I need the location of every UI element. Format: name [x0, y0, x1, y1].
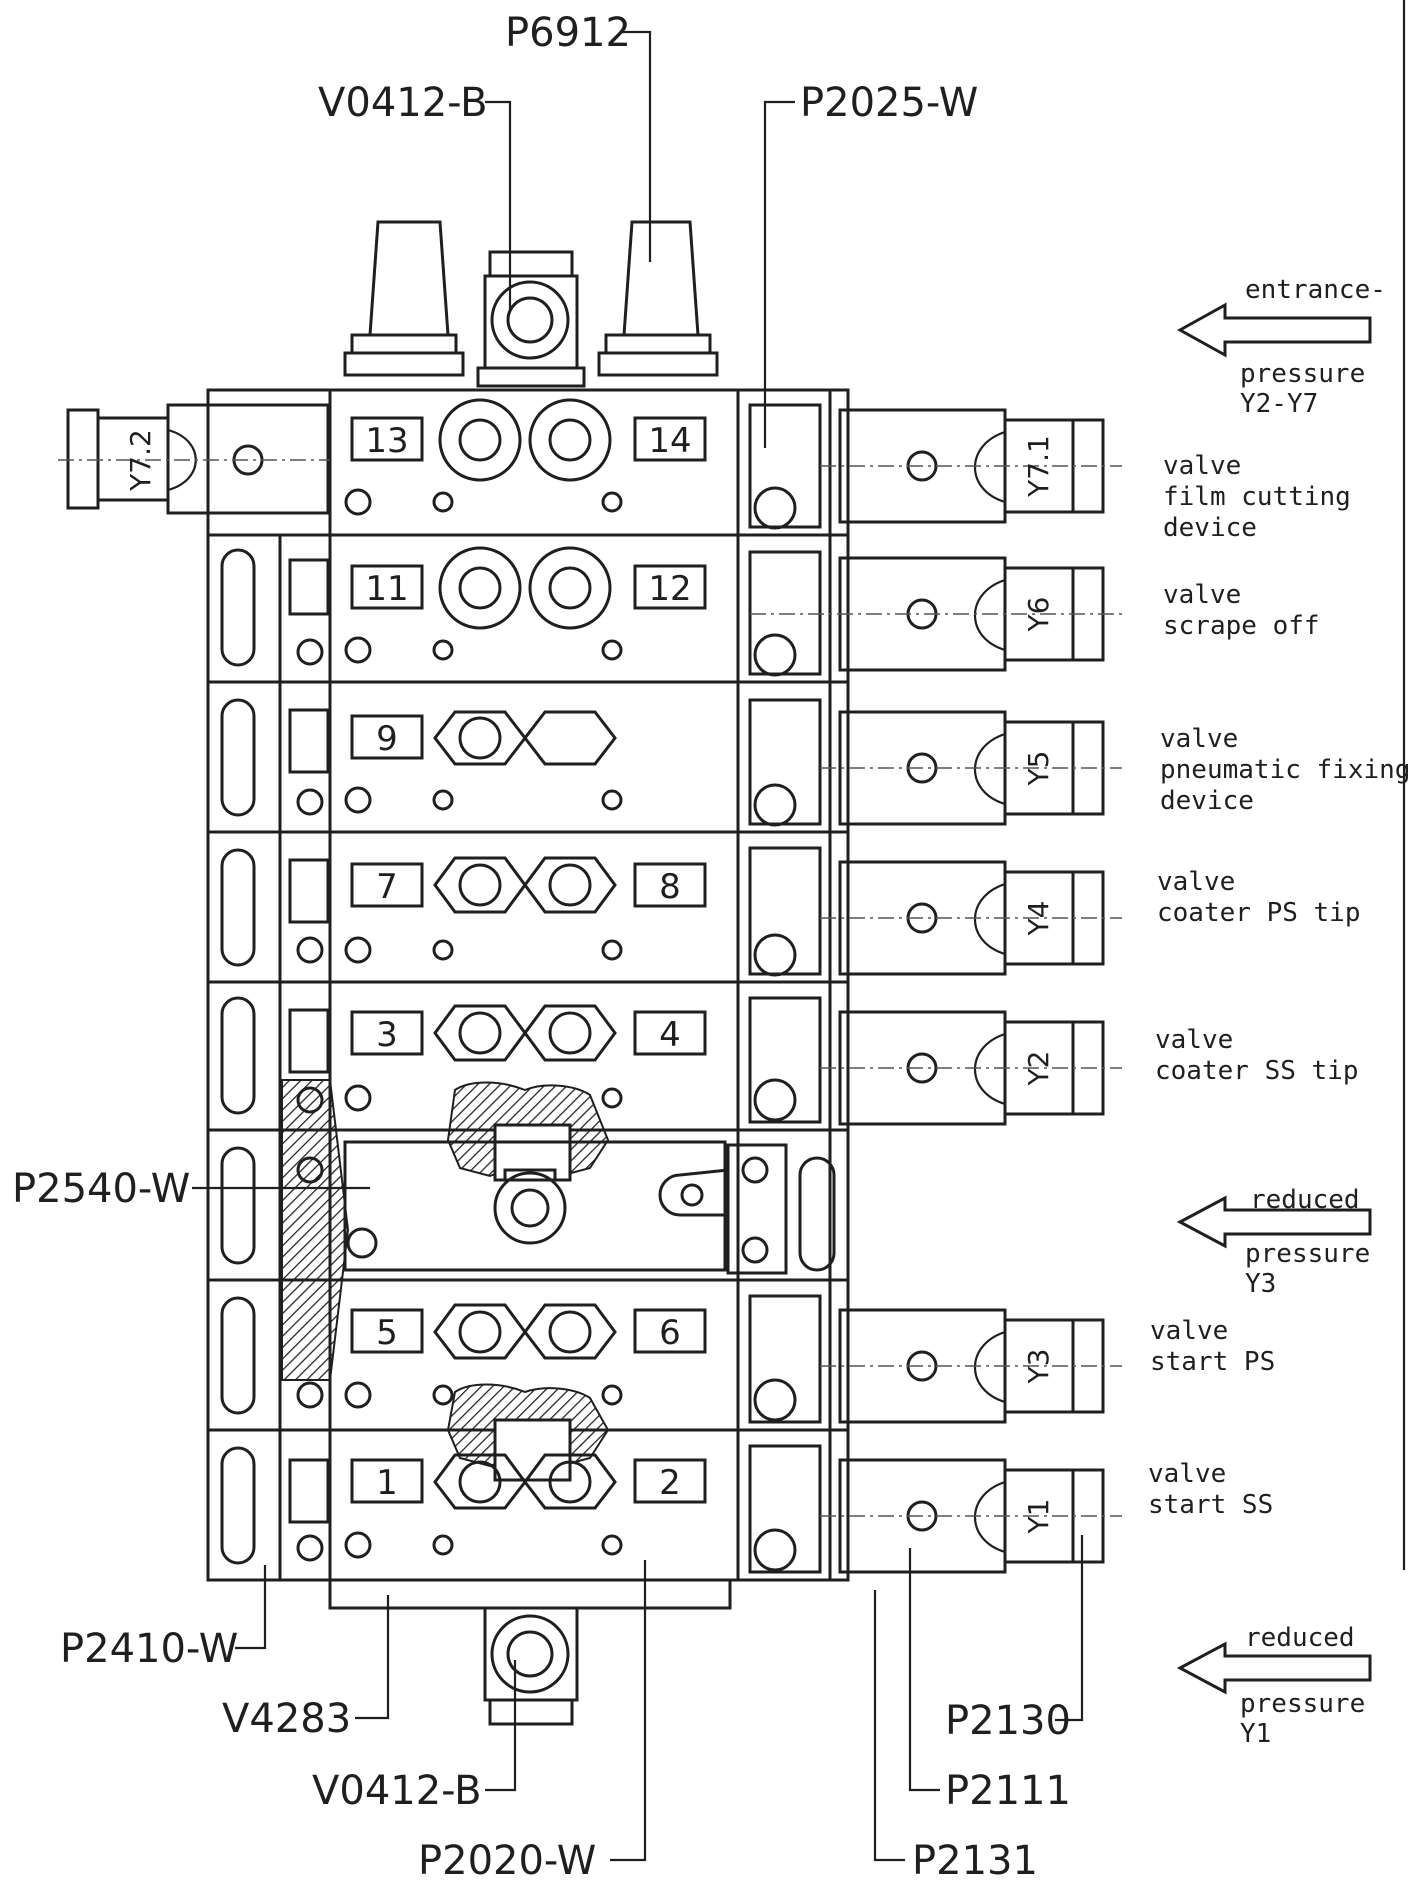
label-p2020-w: P2020-W — [418, 1838, 596, 1884]
valve-rows — [343, 398, 836, 1574]
label-p2410-w: P2410-W — [60, 1626, 238, 1672]
port-13-box — [350, 416, 424, 462]
valve-desc-line: start SS — [1148, 1490, 1273, 1520]
valve-desc-line: valve — [1163, 451, 1241, 481]
reduced-pressure-y1-arrow — [1176, 1641, 1372, 1695]
port-number: 13 — [365, 421, 408, 461]
pressure-arrow-line: pressure — [1240, 359, 1365, 389]
coil-label-y5: Y5 — [1022, 751, 1055, 787]
valve-desc-line: device — [1163, 513, 1257, 543]
valve-desc-line: valve — [1148, 1459, 1226, 1489]
port-number: 14 — [648, 421, 691, 461]
label-p2131: P2131 — [912, 1838, 1038, 1884]
valve-descriptions: valve film cutting device valve scrape o… — [1148, 451, 1410, 1520]
valve-desc-line: valve — [1155, 1025, 1233, 1055]
coil-label-y7-2: Y7.2 — [124, 429, 157, 492]
label-v0412-b-bottom: V0412-B — [312, 1768, 482, 1814]
coil-label-y2: Y2 — [1022, 1051, 1055, 1087]
coil-label-y3: Y3 — [1022, 1349, 1055, 1385]
pressure-arrow-top: reduced — [1245, 1623, 1355, 1653]
part-labels: P6912 V0412-B P2025-W P2540-W P2410-W V4… — [12, 10, 1071, 1884]
leader-lines — [58, 30, 1122, 1862]
port-numbers: 13 14 11 12 9 7 8 3 4 5 6 1 2 — [365, 421, 691, 1503]
manifold-body — [206, 388, 850, 1582]
port-number: 7 — [376, 867, 398, 907]
port-number: 2 — [659, 1463, 681, 1503]
valve-desc-line: film cutting — [1163, 482, 1351, 512]
right-solenoids — [838, 408, 1105, 1574]
label-v0412-b-top: V0412-B — [318, 80, 488, 126]
valve-desc-line: valve — [1157, 867, 1235, 897]
coil-labels: Y7.2 Y7.1 Y6 Y5 Y4 Y2 Y3 Y1 — [124, 429, 1055, 1534]
pressure-arrow-line: Y2-Y7 — [1240, 389, 1318, 419]
pressure-arrow-line: Y3 — [1245, 1269, 1276, 1299]
port-number: 8 — [659, 867, 681, 907]
valve-desc-line: scrape off — [1163, 611, 1320, 641]
reduced-pressure-y3-arrow — [1176, 1195, 1372, 1249]
port-number: 1 — [376, 1463, 398, 1503]
port-number: 6 — [659, 1313, 681, 1353]
port-number: 5 — [376, 1313, 398, 1353]
pressure-labels: entrance- pressure Y2-Y7 reduced pressur… — [1240, 275, 1386, 1749]
port-number: 4 — [659, 1015, 681, 1055]
label-p2111: P2111 — [945, 1768, 1071, 1814]
coil-label-y7-1: Y7.1 — [1022, 435, 1055, 498]
port-14-box — [633, 416, 707, 462]
coil-label-y6: Y6 — [1022, 597, 1055, 633]
label-p2130: P2130 — [945, 1698, 1071, 1744]
pressure-arrow-line: Y1 — [1240, 1719, 1271, 1749]
label-p6912: P6912 — [505, 10, 631, 56]
valve-desc-line: coater SS tip — [1155, 1056, 1359, 1086]
top-fittings — [343, 220, 719, 388]
entrance-pressure-arrow — [1176, 302, 1372, 358]
pressure-arrows — [1176, 302, 1372, 1695]
pressure-arrow-top: entrance- — [1245, 275, 1386, 305]
coil-label-y4: Y4 — [1022, 901, 1055, 937]
solenoid-y7-2 — [66, 403, 330, 515]
valve-desc-line: valve — [1163, 580, 1241, 610]
label-v4283: V4283 — [222, 1696, 351, 1742]
pressure-arrow-line: pressure — [1240, 1689, 1365, 1719]
valve-desc-line: start PS — [1150, 1347, 1275, 1377]
valve-desc-line: device — [1160, 786, 1254, 816]
pressure-arrow-top: reduced — [1250, 1185, 1360, 1215]
label-p2025-w: P2025-W — [800, 80, 978, 126]
valve-desc-line: pneumatic fixing — [1160, 755, 1410, 785]
label-p2540-w: P2540-W — [12, 1166, 190, 1212]
port-number: 12 — [648, 569, 691, 609]
port-number: 3 — [376, 1015, 398, 1055]
valve-desc-line: coater PS tip — [1157, 898, 1361, 928]
bottom-fittings — [328, 1578, 732, 1726]
valve-desc-line: valve — [1160, 724, 1238, 754]
pressure-arrow-line: pressure — [1245, 1239, 1370, 1269]
port-number: 11 — [365, 569, 408, 609]
port-number: 9 — [376, 719, 398, 759]
coil-label-y1: Y1 — [1022, 1499, 1055, 1535]
valve-desc-line: valve — [1150, 1316, 1228, 1346]
